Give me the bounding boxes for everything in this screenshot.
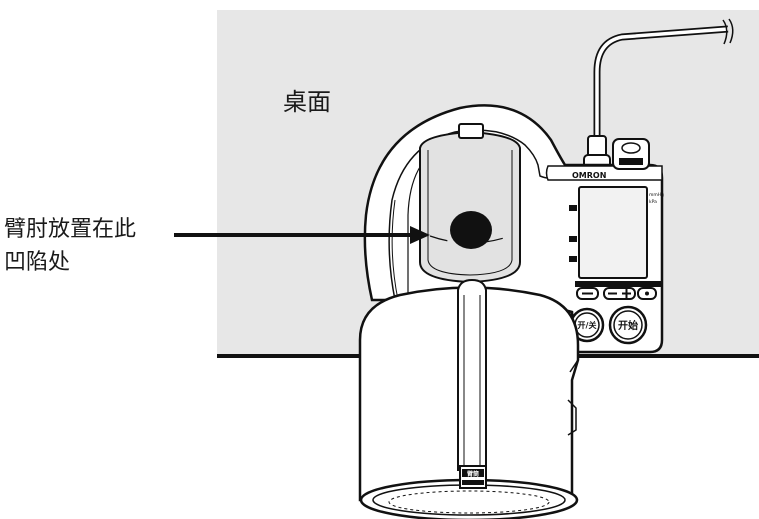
elbow-position-marker xyxy=(450,211,492,249)
elbow-armrest xyxy=(419,123,521,284)
brand-logo: OMRON xyxy=(572,171,606,180)
elbow-instruction-line-1: 臂肘放置在此 xyxy=(4,217,137,242)
unit-mmhg-label: mmHg xyxy=(649,192,664,198)
power-button-label: 开/关 xyxy=(578,320,597,330)
unit-kpa-label: kPa xyxy=(649,199,657,205)
callout-arrow xyxy=(174,226,430,244)
arm-cuff: 臂筒 xyxy=(358,278,580,519)
table-surface-label: 桌面 xyxy=(283,88,331,116)
lcd-screen xyxy=(578,186,648,279)
elbow-instruction-label: 臂肘放置在此 凹陷处 xyxy=(4,213,136,279)
start-button-label: 开始 xyxy=(618,319,638,332)
cable-cut-mark xyxy=(722,18,734,45)
elbow-instruction-line-2: 凹陷处 xyxy=(4,250,71,275)
strap-tag-label: 臂筒 xyxy=(467,470,479,478)
control-panel: OMRON mmHg kPa 开/关 开始 xyxy=(545,138,664,345)
